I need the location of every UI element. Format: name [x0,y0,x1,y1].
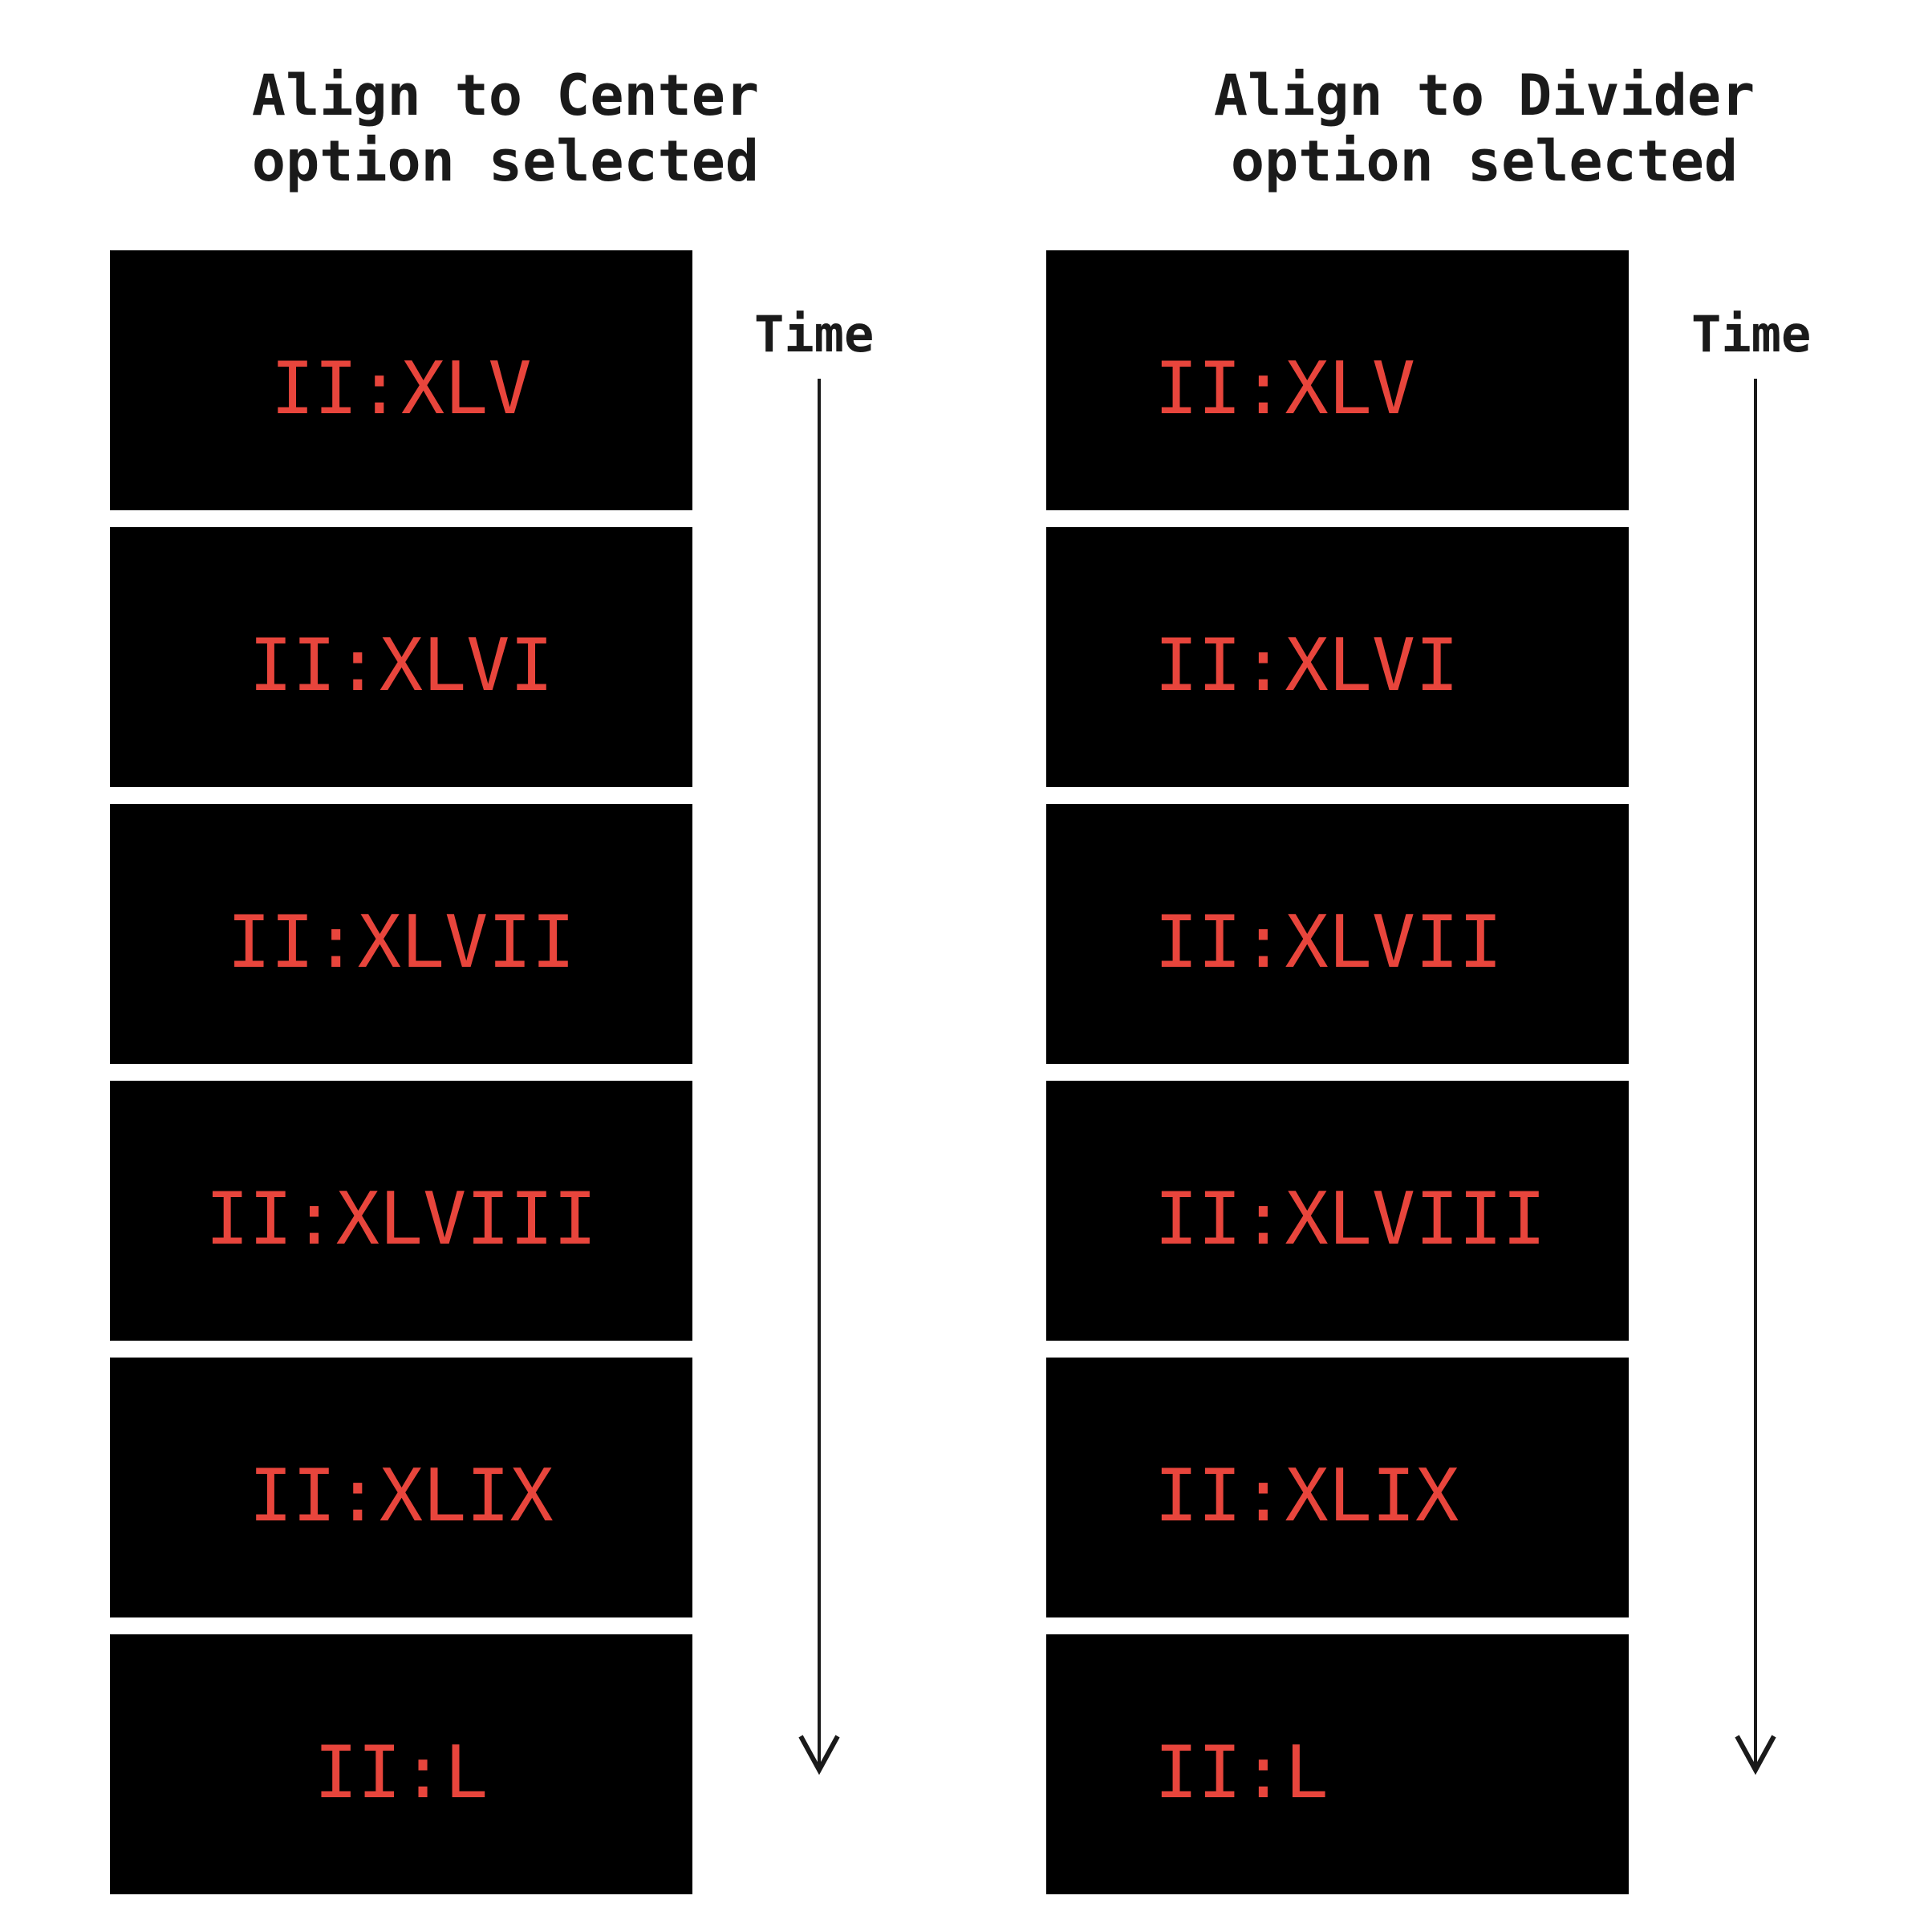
time-label: Time [1691,305,1812,363]
timecode-text: II:XLV [1155,346,1416,431]
timecode-frame: II:L [1046,1634,1629,1894]
panel-heading: Align to Divider option selected [1171,63,1797,194]
timecode-text: II:XLIX [249,1453,554,1538]
panel-heading: Align to Center option selected [193,63,818,194]
time-label: Time [754,305,875,363]
timecode-frame: II:XLVII [110,804,692,1064]
timecode-frame: II:XLVI [110,527,692,787]
timecode-text: II:XLVI [249,623,554,708]
timecode-frame: II:L [110,1634,692,1894]
timecode-frame: II:XLVII [1046,804,1629,1064]
timecode-frame: II:XLVIII [110,1081,692,1341]
timecode-frame: II:XLVIII [1046,1081,1629,1341]
heading-line-1: Align to Center [251,63,760,128]
timecode-frame: II:XLV [1046,250,1629,510]
heading-line-2: option selected [251,128,760,194]
timecode-text: II:L [1155,1730,1329,1815]
time-arrow-icon [798,379,840,1776]
align-center-panel: Align to Center option selected II:XLV I… [110,63,875,1894]
timecode-text: II:XLVI [1155,623,1459,708]
timecode-frame: II:XLIX [1046,1358,1629,1617]
timecode-text: II:XLVIII [205,1176,597,1261]
heading-line-1: Align to Divider [1213,63,1755,128]
time-arrow-icon [1735,379,1776,1776]
timecode-text: II:XLVII [227,899,575,984]
timecode-frame: II:XLV [110,250,692,510]
timecode-text: II:XLVII [1155,899,1503,984]
timecode-text: II:XLIX [1155,1453,1459,1538]
timecode-frame: II:XLVI [1046,527,1629,787]
heading-line-2: option selected [1230,128,1739,194]
timecode-text: II:L [314,1730,489,1815]
timecode-text: II:XLV [270,346,532,431]
timecode-text: II:XLVIII [1155,1176,1546,1261]
timecode-frame: II:XLIX [110,1358,692,1617]
align-divider-panel: Align to Divider option selected II:XLV … [939,0,1905,1932]
